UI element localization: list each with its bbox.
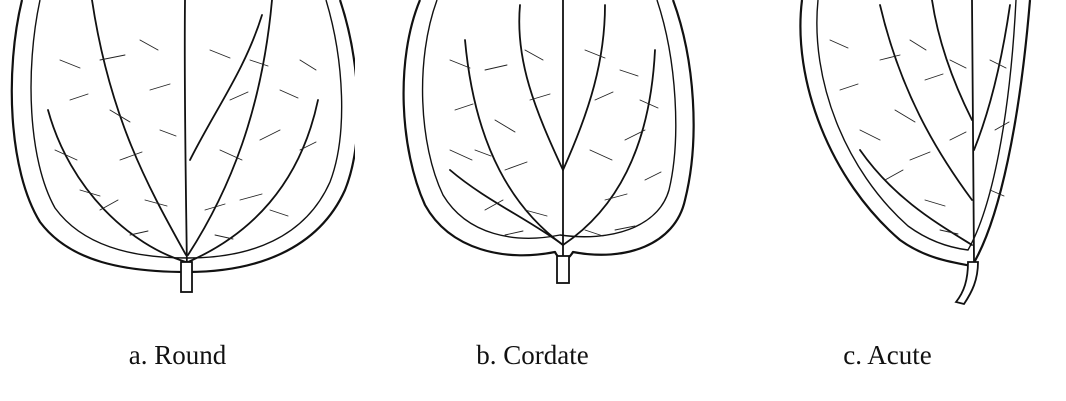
petiole <box>557 256 569 283</box>
figure-cordate-base: b. Cordate <box>355 0 710 401</box>
vein-network <box>450 50 661 236</box>
cordate-leaf-illustration <box>355 0 710 320</box>
petiole <box>956 262 978 304</box>
vein-network <box>830 40 1009 234</box>
caption-round: a. Round <box>0 342 355 369</box>
acute-leaf-illustration <box>710 0 1065 320</box>
petiole <box>181 262 192 292</box>
figure-acute-base: c. Acute <box>710 0 1065 401</box>
caption-acute: c. Acute <box>710 342 1065 369</box>
figure-round-base: a. Round <box>0 0 355 401</box>
round-leaf-illustration <box>0 0 355 320</box>
caption-cordate: b. Cordate <box>355 342 710 369</box>
